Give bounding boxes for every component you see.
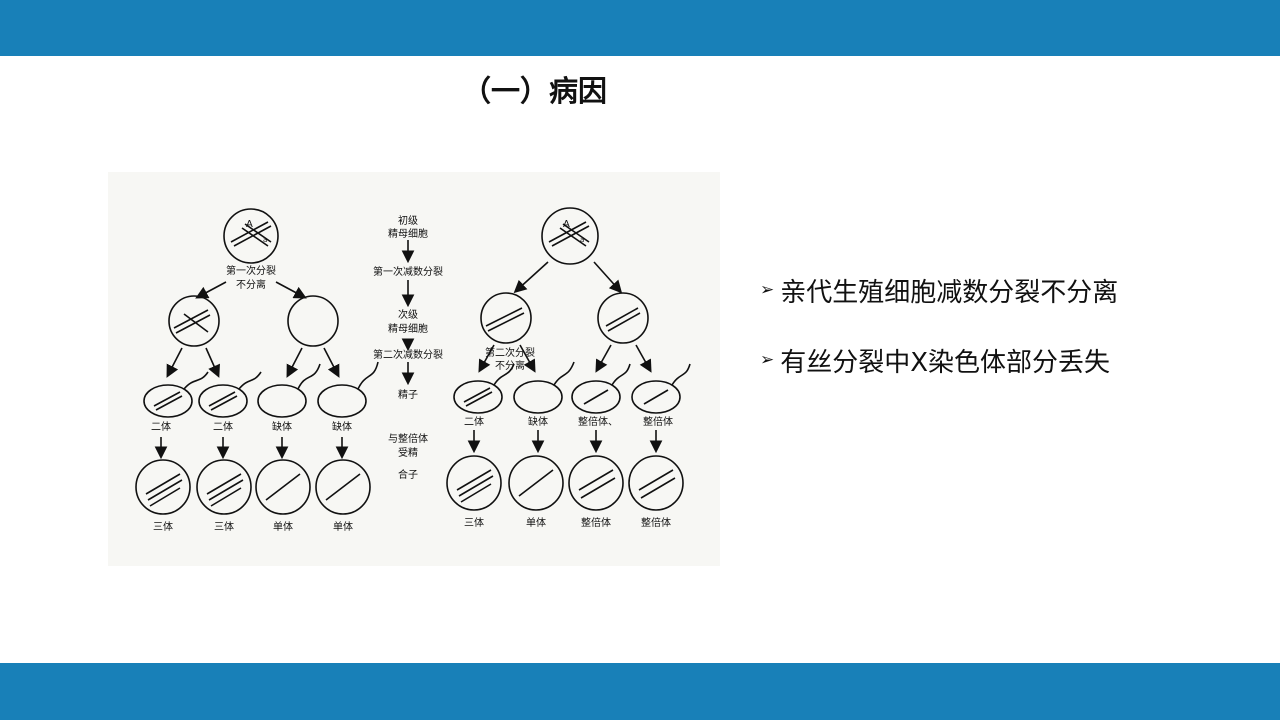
left-sperm-4 — [317, 384, 367, 418]
left-zygote-3 — [255, 459, 311, 515]
bullet-item-1: ➢ 亲代生殖细胞减数分裂不分离 — [760, 272, 1118, 308]
left-zygote-label-3: 单体 — [273, 521, 293, 533]
fertilize-line1: 与整倍体 — [388, 432, 428, 445]
right-gamete-label-3: 整倍体、 — [578, 415, 618, 428]
left-gamete-label-4: 缺体 — [332, 420, 352, 433]
right-zygote-label-3: 整倍体 — [581, 516, 611, 529]
left-sperm-2 — [198, 384, 248, 418]
left-zygote-4 — [315, 459, 371, 515]
right-secondary-cell-2 — [597, 292, 649, 344]
meiosis-one-label: 第一次减数分裂 — [373, 265, 443, 278]
left-zygote-label-2: 三体 — [214, 521, 234, 533]
right-gamete-label-1: 二体 — [464, 416, 484, 428]
left-primary-cell — [223, 208, 279, 264]
left-stage-label-line1: 第一次分裂 — [226, 264, 276, 277]
left-zygote-label-1: 三体 — [153, 521, 173, 533]
primary-spermatocyte-line2: 精母细胞 — [388, 227, 428, 240]
meiosis-two-label: 第二次减数分裂 — [373, 348, 443, 361]
right-zygote-label-4: 整倍体 — [641, 516, 671, 529]
right-gamete-label-2: 缺体 — [528, 415, 548, 428]
slide-title: （一）病因 — [462, 74, 608, 108]
zygote-label: 合子 — [398, 468, 418, 481]
left-sperm-3 — [257, 384, 307, 418]
secondary-spermatocyte-line2: 精母细胞 — [388, 322, 428, 335]
right-gamete-label-4: 整倍体 — [643, 415, 673, 428]
left-gamete-label-3: 缺体 — [272, 420, 292, 433]
right-zygote-label-2: 单体 — [526, 517, 546, 529]
primary-spermatocyte-line1: 初级 — [398, 214, 418, 227]
right-sperm-3 — [571, 380, 621, 414]
right-sperm-1 — [453, 380, 503, 414]
right-zygote-2 — [508, 455, 564, 511]
right-allele-a-label: A — [563, 219, 570, 230]
right-secondary-cell-1 — [480, 292, 532, 344]
left-zygote-label-4: 单体 — [333, 521, 353, 533]
left-allele-b-label: a — [263, 236, 267, 244]
left-secondary-cell-2 — [287, 295, 339, 347]
left-stage-label-line2: 不分离 — [236, 278, 266, 291]
secondary-spermatocyte-line1: 次级 — [398, 308, 418, 321]
top-header-band — [0, 0, 1280, 56]
arrow-bullet-icon: ➢ — [760, 280, 775, 300]
right-sperm-4 — [631, 380, 681, 414]
right-stage-label-line1: 第二次分裂 — [485, 346, 535, 359]
left-gamete-label-2: 二体 — [213, 421, 233, 433]
left-zygote-1 — [135, 459, 191, 515]
sperm-label: 精子 — [398, 388, 418, 401]
left-allele-a-label: A — [246, 219, 253, 230]
bottom-footer-band — [0, 663, 1280, 720]
left-secondary-cell-1 — [168, 295, 220, 347]
right-primary-cell — [541, 207, 599, 265]
right-zygote-label-1: 三体 — [464, 517, 484, 529]
right-zygote-3 — [568, 455, 624, 511]
bullet-text-2: 有丝分裂中X染色体部分丢失 — [780, 347, 1111, 378]
left-gamete-label-1: 二体 — [151, 421, 171, 433]
right-stage-label-line2: 不分离 — [495, 359, 525, 372]
bullet-text-1: 亲代生殖细胞减数分裂不分离 — [780, 277, 1119, 308]
fertilize-line2: 受精 — [398, 446, 418, 459]
right-sperm-2 — [513, 380, 563, 414]
nondisjunction-diagram: A a 第一次分裂 不分离 二体 二体 缺体 缺体 三体 三体 单体 单体 初级… — [108, 172, 720, 566]
left-zygote-2 — [196, 459, 252, 515]
bullet-list: ➢ 亲代生殖细胞减数分裂不分离 ➢ 有丝分裂中X染色体部分丢失 — [760, 272, 1118, 412]
right-zygote-1 — [446, 455, 502, 511]
left-sperm-1 — [143, 384, 193, 418]
right-allele-b-label: a — [580, 236, 584, 244]
right-zygote-4 — [628, 455, 684, 511]
bullet-item-2: ➢ 有丝分裂中X染色体部分丢失 — [760, 342, 1118, 378]
arrow-bullet-icon: ➢ — [760, 350, 775, 370]
